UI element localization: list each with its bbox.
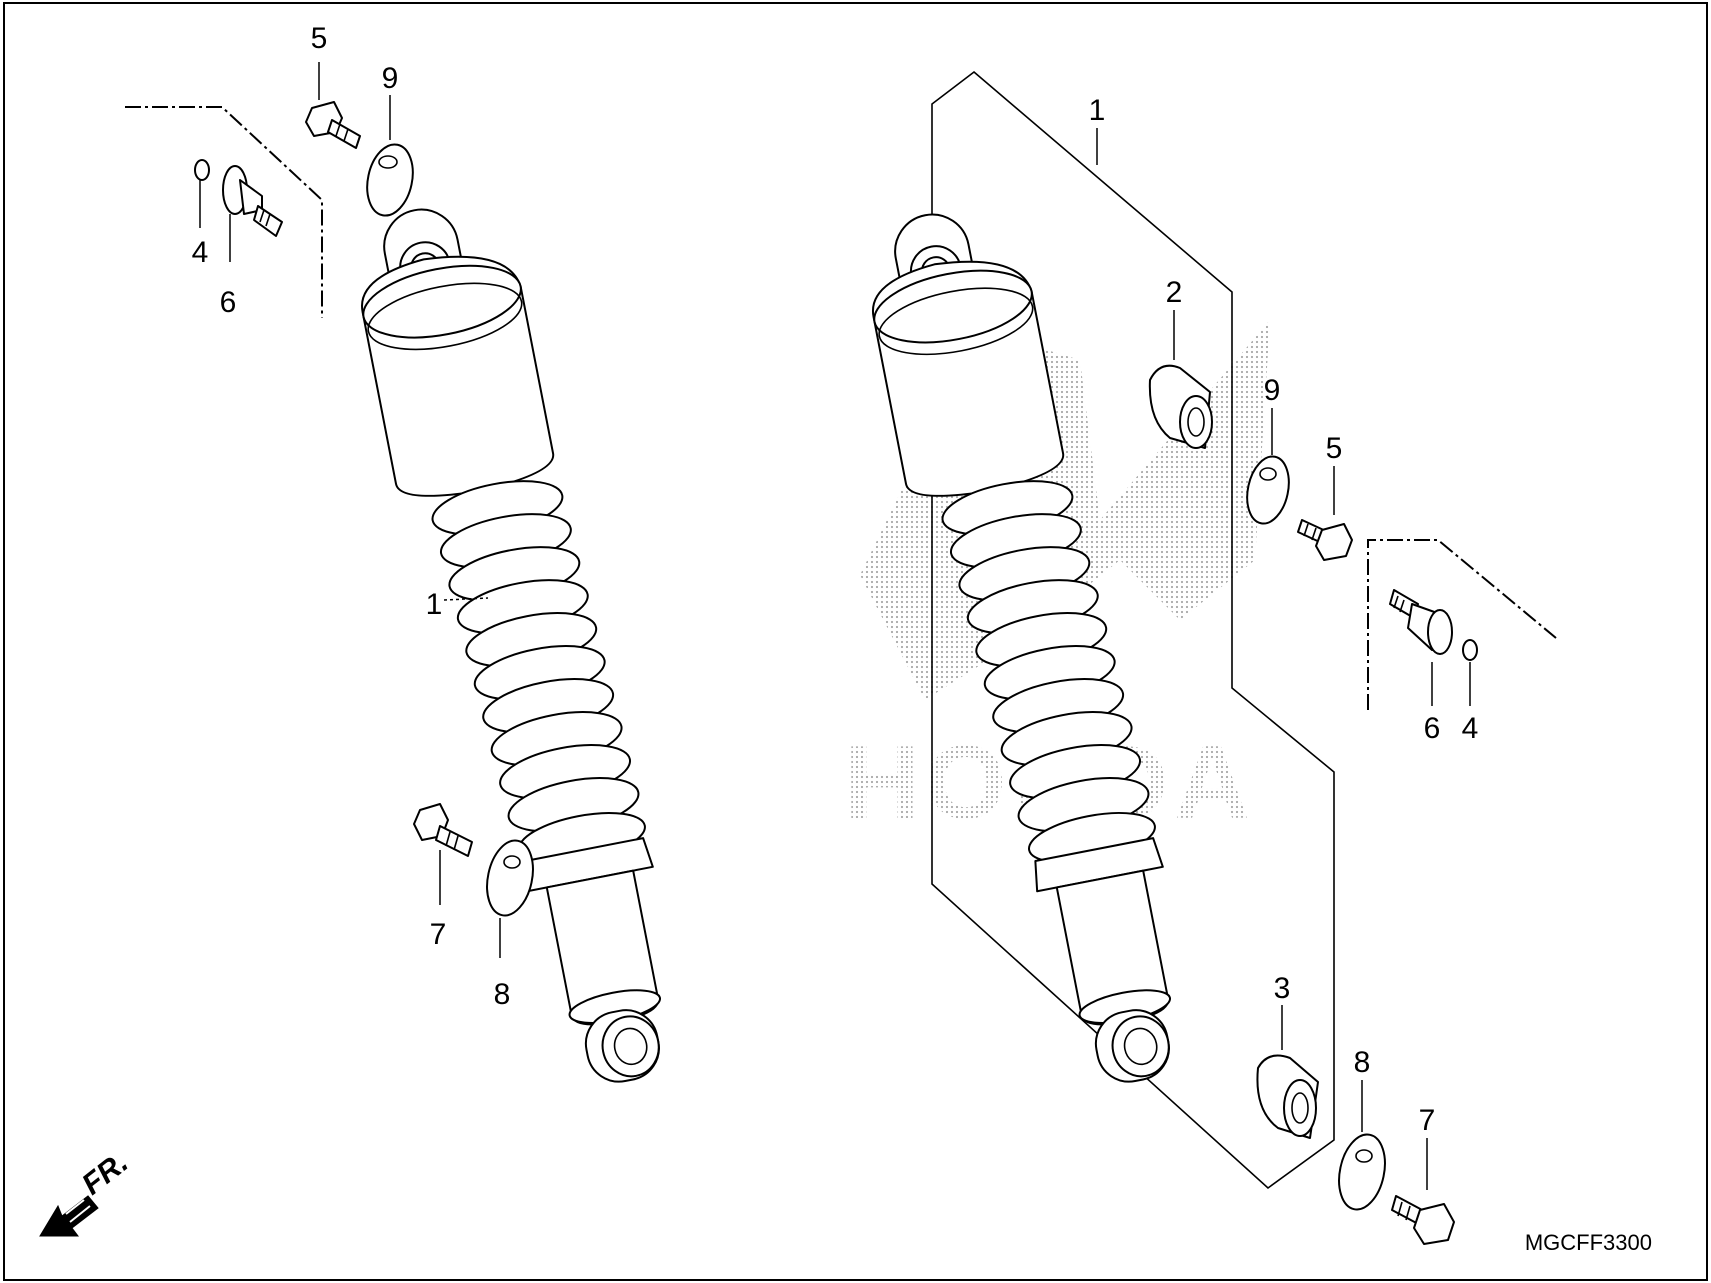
left-callout-4: 4 (192, 236, 209, 269)
right-washer-bottom (1338, 1133, 1386, 1211)
left-bolt-bottom (413, 803, 473, 857)
right-callout-7: 7 (1419, 1104, 1436, 1137)
left-washer-bottom (486, 839, 534, 917)
front-direction-indicator: FR. (39, 1146, 134, 1237)
right-bracket-line (1367, 539, 1557, 710)
figure-code: MGCFF3300 (1525, 1230, 1652, 1255)
left-washer-top (366, 143, 414, 217)
right-callout-6: 6 (1424, 712, 1441, 745)
left-nut (194, 159, 210, 181)
right-stud-bolt (1389, 589, 1453, 655)
left-callout-5: 5 (311, 22, 328, 55)
right-callout-2: 2 (1166, 276, 1183, 309)
right-bush-top (1148, 364, 1213, 449)
diagram-frame (3, 2, 1708, 1281)
right-callout-3: 3 (1274, 972, 1291, 1005)
right-bolt-bottom (1391, 1195, 1455, 1245)
right-nut (1462, 639, 1478, 661)
right-callout-9: 9 (1264, 374, 1281, 407)
front-direction-label: FR. (76, 1146, 134, 1202)
right-bush-bottom (1256, 1054, 1319, 1139)
right-callout-4: 4 (1462, 712, 1479, 745)
right-shock-absorber (871, 213, 1172, 1083)
right-shock-assembly: 1 2 9 5 6 4 3 8 7 (871, 70, 1557, 1245)
left-callout-8: 8 (494, 978, 511, 1011)
left-bolt-top (305, 101, 361, 149)
left-bracket-line (125, 106, 323, 318)
left-stud-bolt (222, 165, 283, 237)
left-shock-assembly: 5 9 4 6 1 7 8 (125, 22, 662, 1083)
left-callout-1: 1 (426, 588, 443, 621)
right-callout-8: 8 (1354, 1046, 1371, 1079)
right-callout-1: 1 (1089, 94, 1106, 127)
right-callout-5: 5 (1326, 432, 1343, 465)
left-callout-9: 9 (382, 62, 399, 95)
left-callout-6: 6 (220, 286, 237, 319)
left-callout-7: 7 (430, 918, 447, 951)
right-washer-top (1246, 455, 1290, 525)
left-shock-absorber (361, 208, 662, 1083)
right-bolt-top (1297, 519, 1353, 561)
front-arrow-icon (39, 1195, 99, 1237)
